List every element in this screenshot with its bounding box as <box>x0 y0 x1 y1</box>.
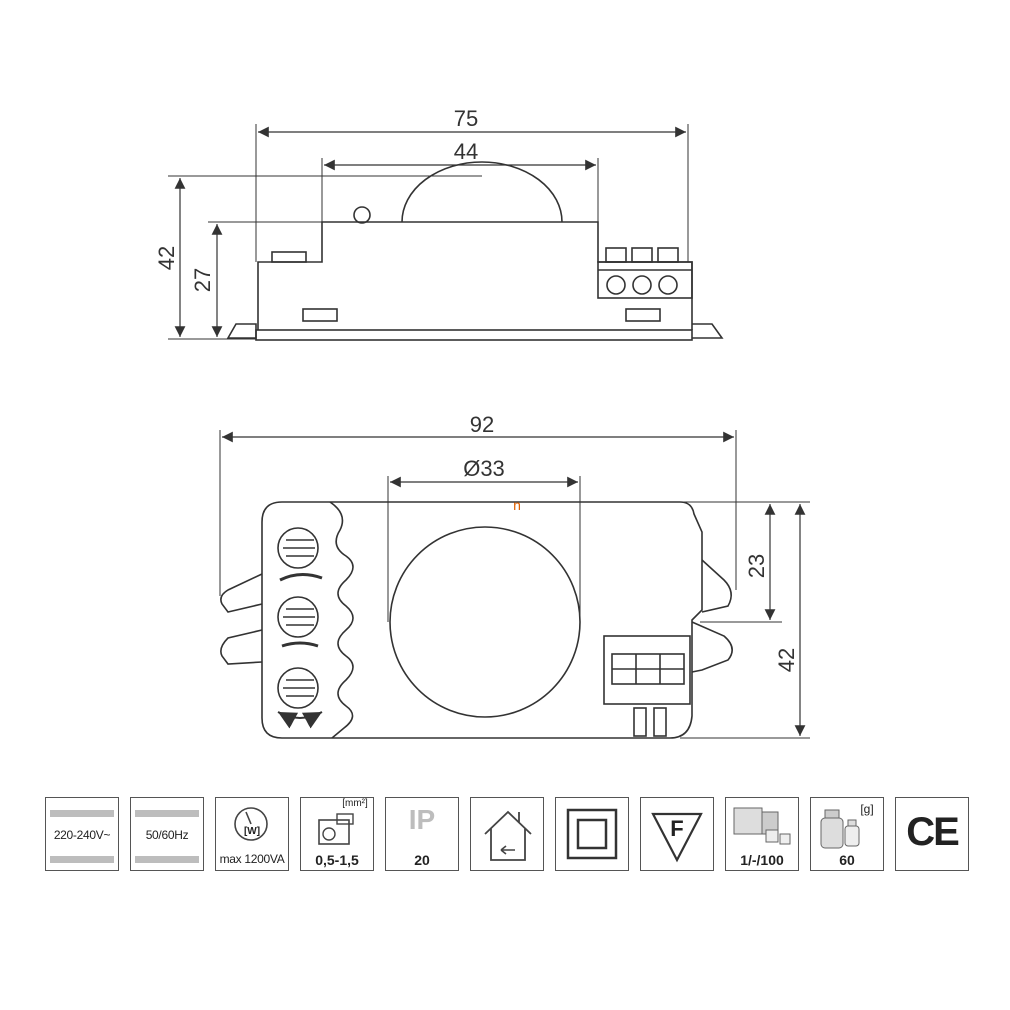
indoor-use-icon <box>470 797 544 871</box>
watermark-mark: n <box>513 497 521 513</box>
ip-rating-icon: IP 20 <box>385 797 459 871</box>
class-ii-icon <box>555 797 629 871</box>
spec-icons-row: 220-240V~ 50/60Hz [W] max 1200VA [mm²] 0… <box>45 797 969 875</box>
ce-mark: CE <box>906 810 960 854</box>
dim-top-width: 92 <box>470 412 494 437</box>
wire-section-unit: [mm²] <box>342 798 368 809</box>
side-dome <box>401 161 563 223</box>
top-view <box>219 430 810 739</box>
side-led <box>353 206 371 224</box>
dim-side-width: 75 <box>454 106 478 131</box>
max-load-unit: [W] <box>243 826 261 837</box>
f-mark: F <box>670 816 684 841</box>
top-dome <box>389 526 581 718</box>
top-body-outline <box>261 501 703 739</box>
dim-side-body-height: 27 <box>190 268 215 292</box>
dim-side-dome-width: 44 <box>454 139 478 164</box>
base-flange <box>226 323 257 339</box>
package-icon: 1/-/100 <box>725 797 799 871</box>
dim-top-dome-diameter: Ø33 <box>463 456 505 481</box>
technical-drawing: 75 44 42 27 <box>154 106 810 739</box>
voltage-icon: 220-240V~ <box>45 797 119 871</box>
top-terminal-block <box>603 635 691 705</box>
dim-top-height: 42 <box>774 648 799 672</box>
ip-rating-label: 20 <box>414 852 430 868</box>
frequency-label: 50/60Hz <box>145 828 189 842</box>
frequency-icon: 50/60Hz <box>130 797 204 871</box>
dim-side-height: 42 <box>154 246 179 270</box>
max-load-label: max 1200VA <box>219 852 285 866</box>
wire-section-icon: [mm²] 0,5-1,5 <box>300 797 374 871</box>
adjust-knobs <box>277 527 323 729</box>
weight-label: 60 <box>839 852 855 868</box>
ce-icon: CE <box>895 797 969 871</box>
ip-mark: IP <box>408 804 436 835</box>
weight-icon: [g] 60 <box>810 797 884 871</box>
side-view <box>168 124 724 341</box>
dim-top-height-center: 23 <box>744 554 769 578</box>
wire-section-label: 0,5-1,5 <box>315 852 359 868</box>
package-label: 1/-/100 <box>740 852 784 868</box>
max-load-icon: [W] max 1200VA <box>215 797 289 871</box>
f-mark-icon: F <box>640 797 714 871</box>
weight-unit: [g] <box>860 802 874 816</box>
base-plate <box>255 329 693 341</box>
side-body <box>257 221 693 330</box>
voltage-label: 220-240V~ <box>53 828 111 842</box>
